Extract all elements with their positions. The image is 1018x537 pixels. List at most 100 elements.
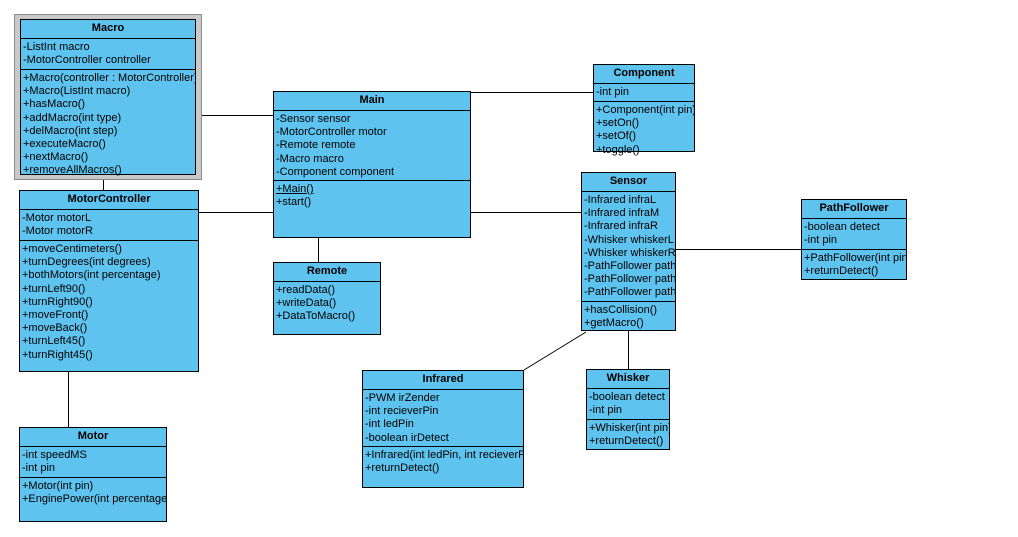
operation-row: +start() xyxy=(276,196,312,209)
operation-row: +setOf() xyxy=(596,130,637,143)
operation-row: +returnDetect() xyxy=(804,265,879,278)
attribute-row: -Remote remote xyxy=(276,139,356,152)
class-box-main[interactable]: Main -Sensor sensor -MotorController mot… xyxy=(273,91,471,238)
association-sensor-pathfollower[interactable] xyxy=(676,249,801,250)
operation-row: +returnDetect() xyxy=(365,462,440,475)
operation-row: +Infrared(int ledPin, int recieverPin) xyxy=(365,449,523,461)
operation-row: +moveFront() xyxy=(22,309,89,322)
operation-row: +Macro(ListInt macro) xyxy=(23,85,131,98)
class-box-macro[interactable]: Macro -ListInt macro -MotorController co… xyxy=(20,19,196,176)
operation-row: +DataToMacro() xyxy=(276,310,356,323)
operation-row: +readData() xyxy=(276,284,336,296)
class-attributes-sensor: -Infrared infraL -Infrared infraM -Infra… xyxy=(582,192,675,302)
operation-row: +Macro(controller : MotorController) xyxy=(23,72,195,84)
class-title-macro: Macro xyxy=(21,20,195,39)
attribute-row: -int speedMS xyxy=(22,449,87,461)
class-box-motor[interactable]: Motor -int speedMS -int pin +Motor(int p… xyxy=(19,427,167,522)
operation-row: +nextMacro() xyxy=(23,151,89,164)
class-title-infrared: Infrared xyxy=(363,371,523,390)
attribute-row: -Whisker whiskerR xyxy=(584,246,675,259)
operation-row: +Whisker(int pin) xyxy=(589,422,669,434)
operation-row-static: +Main() xyxy=(276,183,314,195)
operation-row: +writeData() xyxy=(276,297,337,310)
class-operations-remote: +readData() +writeData() +DataToMacro() xyxy=(274,282,380,327)
class-attributes-main: -Sensor sensor -MotorController motor -R… xyxy=(274,111,470,181)
class-title-motor: Motor xyxy=(20,428,166,447)
association-motorcontroller-motor[interactable] xyxy=(68,372,69,428)
association-main-remote[interactable] xyxy=(318,238,319,262)
class-operations-macro: +Macro(controller : MotorController) +Ma… xyxy=(21,70,195,181)
class-operations-whisker: +Whisker(int pin) +returnDetect() xyxy=(587,420,669,451)
attribute-row: -boolean irDetect xyxy=(365,431,449,444)
operation-row: +toggle() xyxy=(596,143,640,156)
class-box-remote[interactable]: Remote +readData() +writeData() +DataToM… xyxy=(273,262,381,335)
association-macro-motorcontroller[interactable] xyxy=(103,177,104,191)
attribute-row: -Sensor sensor xyxy=(276,113,351,125)
class-title-main: Main xyxy=(274,92,470,111)
attribute-row: -MotorController controller xyxy=(23,54,151,67)
class-operations-main: +Main() +start() xyxy=(274,181,470,212)
attribute-row: -Infrared infraR xyxy=(584,220,658,233)
attribute-row: -Motor motorR xyxy=(22,225,93,238)
class-box-whisker[interactable]: Whisker -boolean detect -int pin +Whiske… xyxy=(586,369,670,450)
operation-row: +PathFollower(int pin) xyxy=(804,252,906,264)
attribute-row: -PathFollower pathL xyxy=(584,260,675,273)
operation-row: +EnginePower(int percentage) xyxy=(22,493,166,506)
class-operations-pathfollower: +PathFollower(int pin) +returnDetect() xyxy=(802,250,906,281)
attribute-row: -int pin xyxy=(22,462,56,475)
attribute-row: -MotorController motor xyxy=(276,126,387,139)
attribute-row: -int recieverPin xyxy=(365,405,439,418)
attribute-row: -PathFollower pathR xyxy=(584,286,675,299)
attribute-row: -Macro macro xyxy=(276,152,344,165)
attribute-row: -ListInt macro xyxy=(23,41,90,53)
association-main-sensor[interactable] xyxy=(471,212,581,213)
attribute-row: -Motor motorL xyxy=(22,212,92,224)
class-attributes-infrared: -PWM irZender -int recieverPin -int ledP… xyxy=(363,390,523,447)
operation-row: +turnDegrees(int degrees) xyxy=(22,256,151,269)
class-operations-sensor: +hasCollision() +getMacro() xyxy=(582,302,675,333)
attribute-row: -Infrared infraL xyxy=(584,194,657,206)
class-title-sensor: Sensor xyxy=(582,173,675,192)
class-operations-motorcontroller: +moveCentimeters() +turnDegrees(int degr… xyxy=(20,241,198,365)
class-attributes-pathfollower: -boolean detect -int pin xyxy=(802,219,906,250)
operation-row: +turnLeft90() xyxy=(22,282,86,295)
operation-row: +turnRight90() xyxy=(22,295,93,308)
operation-row: +removeAllMacros() xyxy=(23,164,122,177)
class-attributes-macro: -ListInt macro -MotorController controll… xyxy=(21,39,195,70)
class-box-motorcontroller[interactable]: MotorController -Motor motorL -Motor mot… xyxy=(19,190,199,372)
operation-row: +delMacro(int step) xyxy=(23,124,118,137)
attribute-row: -int pin xyxy=(589,404,623,417)
class-attributes-whisker: -boolean detect -int pin xyxy=(587,389,669,420)
attribute-row: -Whisker whiskerL xyxy=(584,233,674,246)
operation-row: +bothMotors(int percentage) xyxy=(22,269,161,282)
class-title-whisker: Whisker xyxy=(587,370,669,389)
operation-row: +moveCentimeters() xyxy=(22,243,122,255)
class-box-infrared[interactable]: Infrared -PWM irZender -int recieverPin … xyxy=(362,370,524,488)
association-macro-main[interactable] xyxy=(195,115,275,116)
attribute-row: -int pin xyxy=(804,234,838,247)
class-title-remote: Remote xyxy=(274,263,380,282)
association-motorcontroller-main[interactable] xyxy=(198,212,275,213)
attribute-row: -Component component xyxy=(276,165,395,178)
attribute-row: -boolean detect xyxy=(804,221,880,233)
attribute-row: -boolean detect xyxy=(589,391,665,403)
operation-row: +hasCollision() xyxy=(584,304,658,316)
class-box-component[interactable]: Component -int pin +Component(int pin) +… xyxy=(593,64,695,156)
class-operations-motor: +Motor(int pin) +EnginePower(int percent… xyxy=(20,478,166,509)
operation-row: +executeMacro() xyxy=(23,138,106,151)
class-box-pathfollower[interactable]: PathFollower -boolean detect -int pin +P… xyxy=(801,199,907,280)
class-title-pathfollower: PathFollower xyxy=(802,200,906,219)
attribute-row: -Infrared infraM xyxy=(584,207,660,220)
operation-row: +Motor(int pin) xyxy=(22,480,94,492)
association-main-component[interactable] xyxy=(471,92,593,93)
attribute-row: -int ledPin xyxy=(365,418,414,431)
operation-row: +getMacro() xyxy=(584,317,644,330)
class-attributes-component: -int pin xyxy=(594,84,694,102)
class-title-motorcontroller: MotorController xyxy=(20,191,198,210)
association-sensor-whisker[interactable] xyxy=(628,331,629,369)
operation-row: +hasMacro() xyxy=(23,98,86,111)
operation-row: +turnRight45() xyxy=(22,348,93,361)
class-box-sensor[interactable]: Sensor -Infrared infraL -Infrared infraM… xyxy=(581,172,676,331)
attribute-row: -int pin xyxy=(596,86,630,98)
